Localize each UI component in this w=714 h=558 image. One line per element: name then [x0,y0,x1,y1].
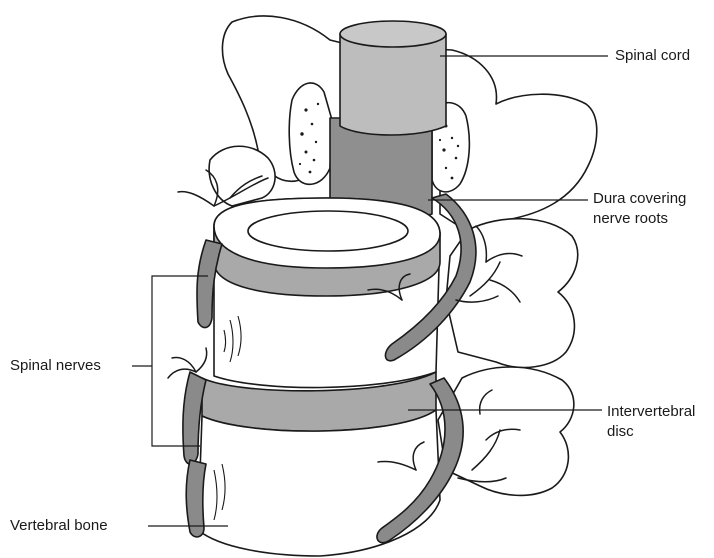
nucleus-outline [248,211,408,251]
lower-left-nerve [186,460,206,537]
label-vertebral-bone: Vertebral bone [10,516,108,536]
upper-vertebral-body [214,198,440,388]
cord-top-cap [340,21,446,47]
label-dura: Dura covering nerve roots [593,189,686,229]
lower-vertebral-body [198,410,440,556]
spinal-cord [330,21,446,220]
lower-body-side [198,410,440,556]
label-spinal-cord: Spinal cord [615,46,690,66]
cord-upper [340,34,446,135]
label-intervertebral-disc: Intervertebral disc [607,402,695,442]
left-facet [289,83,332,184]
label-spinal-nerves: Spinal nerves [10,356,101,376]
left-upper-process [209,146,275,206]
